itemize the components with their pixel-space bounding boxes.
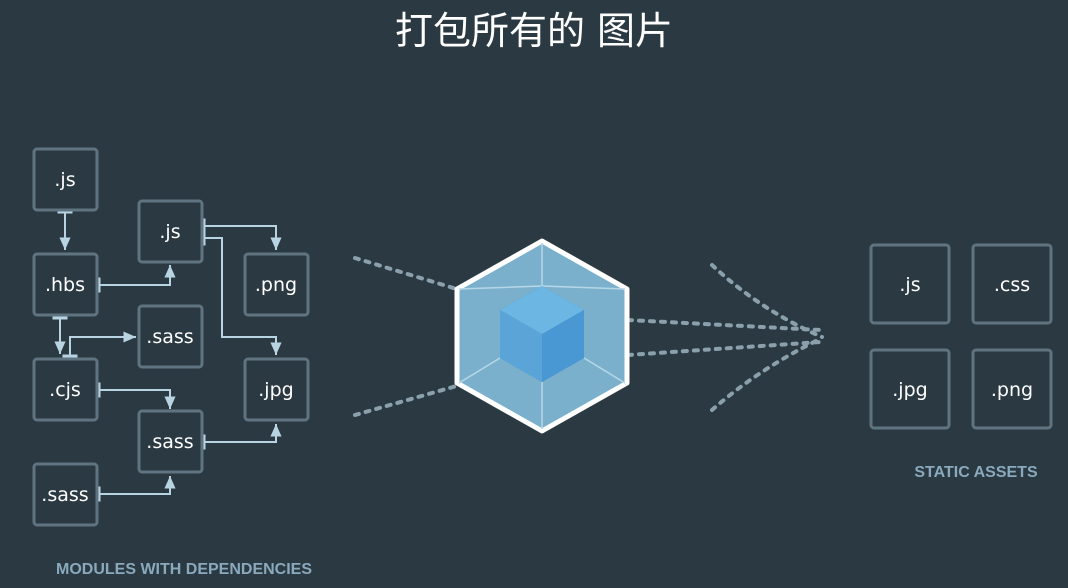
asset-label-css: .css (994, 274, 1030, 296)
asset-label-js: .js (899, 274, 920, 296)
arrow-cjs-to-sass-2 (97, 382, 176, 409)
module-label-cjs: .cjs (49, 379, 81, 401)
arrow-sass-to-jpg (202, 424, 282, 450)
module-box-hbs: .hbs (32, 252, 99, 317)
flow-line-out-bottom (626, 340, 822, 357)
page-title: 打包所有的 图片 (394, 9, 674, 53)
flow-curve-bottom (710, 336, 824, 412)
module-label-jpg: .jpg (258, 379, 293, 401)
asset-box-jpg: .jpg (869, 348, 951, 430)
module-label-sass-middle: .sass (146, 431, 193, 453)
flow-line-in-top (353, 256, 462, 292)
flow-line-in-bottom (353, 383, 462, 417)
module-label-js: .js (54, 169, 75, 191)
asset-box-css: .css (971, 243, 1053, 325)
module-box-cjs: .cjs (32, 357, 99, 422)
modules-caption: MODULES WITH DEPENDENCIES (56, 561, 312, 578)
modules-group: .js .hbs .cjs .sass .js .sass (32, 147, 310, 527)
module-box-js: .js (32, 147, 99, 212)
module-label-js-2: .js (159, 221, 180, 243)
asset-label-png: .png (991, 379, 1033, 401)
module-label-hbs: .hbs (45, 274, 85, 296)
module-box-js-2: .js (137, 199, 204, 264)
asset-box-png: .png (971, 348, 1053, 430)
flow-curve-top (710, 263, 824, 339)
module-label-sass-bottom: .sass (41, 484, 88, 506)
flow-lines (353, 256, 824, 417)
module-box-sass-bottom: .sass (32, 462, 99, 527)
module-label-png: .png (255, 274, 297, 296)
flow-line-out-top (626, 318, 822, 332)
assets-group: .js .css .jpg .png (869, 243, 1053, 430)
module-box-sass-top: .sass (137, 304, 204, 369)
arrow-cjs-to-sass (62, 331, 136, 358)
arrow-hbs-to-js (97, 265, 176, 293)
asset-box-js: .js (869, 243, 951, 325)
arrow-js-to-jpg (202, 230, 282, 355)
module-box-sass-middle: .sass (137, 409, 204, 474)
arrow-sass-to-sass (97, 476, 176, 502)
module-label-sass-top: .sass (146, 326, 193, 348)
asset-label-jpg: .jpg (892, 379, 927, 401)
assets-caption: STATIC ASSETS (914, 464, 1038, 481)
dependency-arrows (52, 210, 282, 502)
webpack-cube-icon (454, 238, 630, 434)
module-box-png: .png (243, 252, 310, 317)
module-box-jpg: .jpg (243, 357, 310, 422)
